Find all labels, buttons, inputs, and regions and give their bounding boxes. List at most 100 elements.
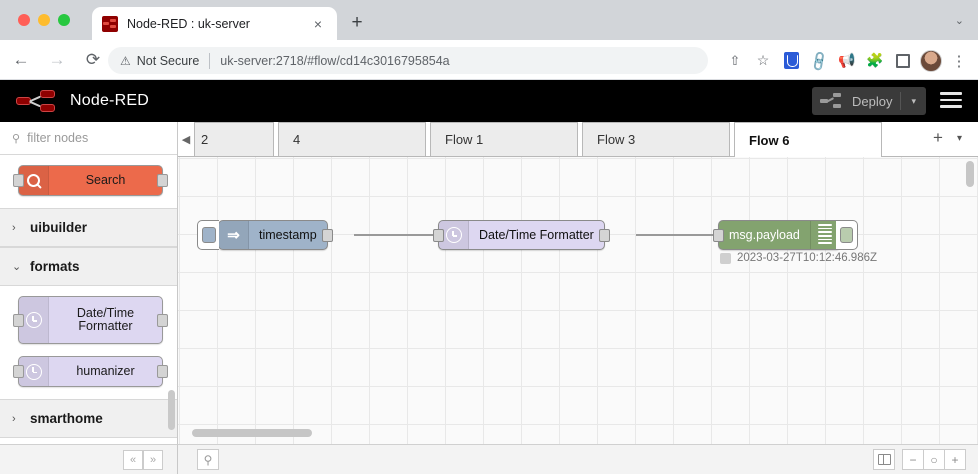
palette-node-label: humanizer	[76, 363, 135, 378]
palette-node-datetime-formatter[interactable]: Date/Time Formatter	[13, 296, 168, 344]
output-port[interactable]	[157, 365, 168, 378]
output-port[interactable]	[321, 229, 333, 242]
flow-tab-bar: ◀ 2 4 Flow 1 Flow 3 Flow 6 + ▾	[178, 122, 978, 157]
palette-scrollbar[interactable]	[168, 390, 175, 430]
expand-all-button[interactable]: »	[143, 449, 163, 470]
node-red-logo-icon	[16, 90, 60, 112]
output-port[interactable]	[598, 229, 610, 242]
palette-sidebar: ⚲ filter nodes Search › uibuilder ⌄ form…	[0, 122, 178, 444]
flow-canvas[interactable]: ⇒ timestamp Date/Time Formatter msg.payl…	[178, 157, 978, 444]
input-port[interactable]	[433, 229, 444, 242]
new-tab-button[interactable]: +	[351, 12, 363, 33]
palette-node-label: Search	[85, 172, 126, 187]
wire-inject-to-formatter	[354, 234, 440, 236]
chrome-menu-icon[interactable]: ⋮	[951, 52, 967, 70]
chevron-right-icon: ›	[12, 412, 16, 425]
canvas-vertical-scrollbar[interactable]	[966, 161, 974, 187]
output-port[interactable]	[157, 174, 168, 187]
divider	[209, 52, 211, 69]
chevron-down-icon: ⌄	[12, 261, 22, 273]
palette-footer: « »	[0, 444, 178, 474]
node-red-header: Node-RED Deploy ▾	[0, 80, 978, 122]
input-port[interactable]	[713, 229, 724, 242]
tab-flow-3[interactable]: Flow 3	[582, 122, 730, 156]
tab-flow-1[interactable]: Flow 1	[430, 122, 578, 156]
tab-4[interactable]: 4	[278, 122, 426, 156]
filter-placeholder: filter nodes	[27, 131, 89, 145]
deploy-label: Deploy	[852, 93, 893, 109]
zoom-in-button[interactable]: +	[944, 449, 966, 470]
profile-avatar[interactable]	[918, 48, 944, 74]
input-port[interactable]	[13, 314, 24, 327]
deploy-button[interactable]: Deploy ▾	[812, 87, 926, 115]
palette-node-search[interactable]: Search	[13, 165, 168, 196]
close-icon[interactable]: ×	[313, 15, 323, 32]
debug-lines-icon	[809, 221, 840, 249]
window-traffic-lights	[18, 14, 70, 26]
link-extension-icon[interactable]: 🔗	[806, 48, 831, 72]
divider	[900, 92, 902, 110]
reload-button[interactable]: ⟳	[85, 49, 101, 69]
tab-flow-6[interactable]: Flow 6	[734, 122, 882, 157]
close-window-button[interactable]	[18, 14, 30, 26]
browser-toolbar: ← → ⟳ ⚠ Not Secure uk-server:2718/#flow/…	[0, 40, 978, 80]
chevron-right-icon: ›	[12, 221, 16, 234]
zoom-reset-button[interactable]: ○	[923, 449, 945, 470]
palette-node-group-formats: Date/Time Formatter humanizer	[0, 286, 177, 399]
tab-controls: + ▾	[933, 128, 978, 156]
input-port[interactable]	[13, 174, 24, 187]
clock-icon	[19, 297, 49, 343]
forward-button[interactable]: →	[48, 49, 66, 69]
status-text: 2023-03-27T10:12:46.986Z	[737, 252, 878, 264]
input-port[interactable]	[13, 365, 24, 378]
square-extension-icon[interactable]	[890, 48, 916, 74]
bookmark-star-icon[interactable]: ☆	[756, 52, 770, 68]
debug-enable-toggle[interactable]	[835, 220, 858, 250]
tab-scroll-left-button[interactable]: ◀	[178, 122, 194, 156]
palette-node-label: Date/Time Formatter	[76, 305, 135, 333]
navigator-map-button[interactable]	[873, 449, 895, 470]
puzzle-extensions-icon[interactable]: 🧩	[866, 52, 884, 68]
inject-arrow-icon: ⇒	[219, 221, 249, 249]
chevron-down-icon[interactable]: ▾	[956, 132, 962, 144]
chevron-down-icon[interactable]: ⌄	[954, 15, 964, 27]
security-status[interactable]: Not Secure	[136, 53, 200, 68]
flow-node-debug[interactable]: msg.payload	[713, 220, 858, 250]
inject-trigger-button[interactable]	[197, 220, 219, 250]
flow-node-datetime-formatter[interactable]: Date/Time Formatter	[433, 220, 610, 250]
flow-node-inject[interactable]: ⇒ timestamp	[197, 220, 333, 250]
zoom-out-button[interactable]: −	[902, 449, 924, 470]
palette-category-uibuilder[interactable]: › uibuilder	[0, 208, 177, 247]
add-flow-button[interactable]: +	[933, 128, 943, 147]
toolbar-icons: ⇧ ☆ 🔗 📢 🧩 ⋮	[722, 47, 972, 74]
warning-icon: ⚠	[120, 53, 131, 68]
node-status: 2023-03-27T10:12:46.986Z	[720, 252, 877, 264]
app-title: Node-RED	[70, 92, 149, 109]
palette-category-smarthome[interactable]: › smarthome	[0, 399, 177, 438]
canvas-horizontal-scrollbar[interactable]	[192, 429, 312, 437]
collapse-all-button[interactable]: «	[123, 449, 143, 470]
main-menu-button[interactable]	[940, 92, 962, 112]
status-dot-icon	[720, 252, 731, 264]
browser-tab[interactable]: Node-RED : uk-server ×	[92, 7, 337, 40]
palette-category-label: formats	[30, 259, 80, 274]
tab-2[interactable]: 2	[194, 122, 274, 156]
palette-node-humanizer[interactable]: humanizer	[13, 356, 168, 387]
output-port[interactable]	[157, 314, 168, 327]
filter-nodes-input[interactable]: ⚲ filter nodes	[0, 122, 177, 155]
back-button[interactable]: ←	[12, 49, 30, 69]
search-flows-button[interactable]: ⚲	[197, 449, 219, 470]
clock-icon	[19, 357, 49, 386]
chevron-down-icon[interactable]: ▾	[911, 95, 916, 106]
minimize-window-button[interactable]	[38, 14, 50, 26]
address-bar[interactable]: ⚠ Not Secure uk-server:2718/#flow/cd14c3…	[108, 47, 708, 74]
maximize-window-button[interactable]	[58, 14, 70, 26]
shield-extension-icon[interactable]	[778, 48, 804, 74]
flow-node-label: msg.payload	[729, 228, 800, 242]
url-text: uk-server:2718/#flow/cd14c3016795854a	[220, 53, 450, 68]
share-icon[interactable]: ⇧	[729, 52, 741, 68]
palette-category-formats[interactable]: ⌄ formats	[0, 247, 177, 286]
megaphone-extension-icon[interactable]: 📢	[838, 52, 856, 68]
status-bar: ⚲ − ○ +	[178, 444, 978, 474]
